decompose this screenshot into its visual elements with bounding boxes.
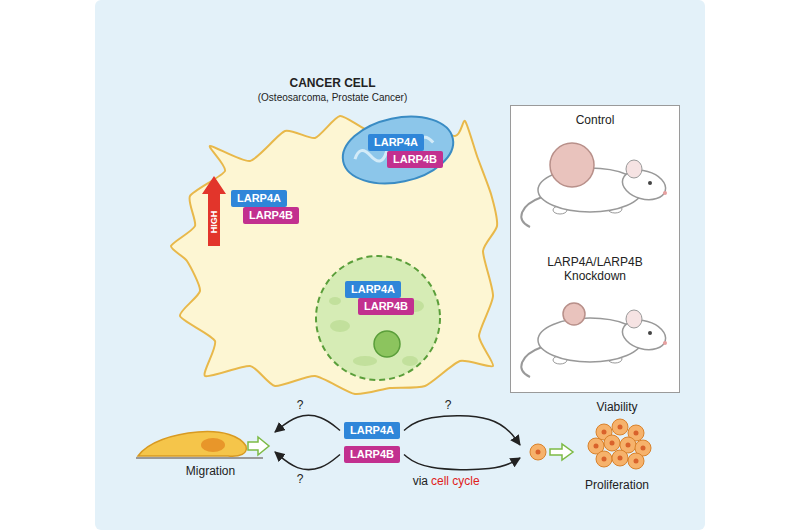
chromatin: [329, 297, 341, 305]
protein-tag: LARP4B: [358, 298, 414, 315]
cell-nucleus: [641, 446, 646, 451]
node-heading: Migration: [148, 464, 273, 478]
chromatin: [353, 356, 377, 366]
protein-tag: LARP4B: [344, 446, 400, 463]
protein-name: LARP4B: [358, 298, 414, 315]
cell-nucleus: [201, 438, 225, 452]
mouse-tail: [521, 347, 542, 377]
cell-body: [138, 432, 246, 457]
edge-label: ?: [290, 398, 310, 412]
mitochondrion: [337, 107, 460, 193]
curved-arrow: [275, 415, 340, 432]
protein-name: LARP4A: [368, 134, 424, 151]
single-cell: [530, 444, 546, 460]
proliferating-cells: ViabilityProliferation: [522, 400, 672, 495]
cell-nucleus: [618, 456, 623, 461]
node-text: Proliferation: [562, 478, 672, 492]
edge-label: ?: [438, 398, 458, 412]
protein-name: LARP4B: [344, 446, 400, 463]
nucleolus: [374, 331, 400, 357]
cell-nucleus: [634, 431, 639, 436]
panel-box: [511, 106, 680, 393]
mouse-eye: [648, 331, 652, 335]
substrate-line: [136, 457, 263, 459]
node-shape: [510, 105, 680, 393]
mouse-eye: [648, 181, 652, 185]
protein-tag: LARP4B: [387, 151, 443, 168]
cell-nucleus: [594, 444, 599, 449]
protein-tag: LARP4A: [368, 134, 424, 151]
node-heading: Viability: [567, 400, 667, 414]
node-shape: [165, 76, 500, 398]
protein-name: LARP4B: [243, 207, 299, 224]
protein-tag: LARP4A: [231, 190, 287, 207]
cell-nucleus: [626, 443, 631, 448]
protein-tag: LARP4B: [243, 207, 299, 224]
cluster-cell: [628, 453, 644, 469]
mouse-ear: [626, 310, 642, 328]
protein-tag: LARP4A: [344, 422, 400, 439]
cell-nucleus: [634, 459, 639, 464]
tumor: [550, 143, 594, 187]
curved-arrow: [404, 416, 520, 445]
mouse-nose: [663, 341, 667, 345]
protein-name: LARP4A: [231, 190, 287, 207]
protein-name: LARP4A: [344, 422, 400, 439]
node-text: (Osteosarcoma, Prostate Cancer): [165, 92, 500, 104]
mouse-panel: ControlLARP4A/LARP4B Knockdown: [510, 105, 680, 393]
cluster-cell: [612, 419, 628, 435]
chromatin: [330, 320, 350, 332]
cancer-cell: CANCER CELL (Osteosarcoma, Prostate Cance…: [165, 76, 500, 398]
cell-nucleus: [602, 430, 607, 435]
cell-nucleus: [618, 425, 623, 430]
protein-name: LARP4A: [345, 281, 401, 298]
curved-arrow: [404, 455, 520, 470]
cell-nucleus: [602, 457, 607, 462]
mouse-nose: [663, 191, 667, 195]
node-heading: CANCER CELL: [165, 76, 500, 90]
mouse-ear: [626, 160, 642, 178]
node-heading: Control: [510, 113, 680, 127]
cluster-cell: [604, 435, 620, 451]
protein-name: LARP4B: [387, 151, 443, 168]
nucleus: [316, 256, 440, 380]
chromatin: [402, 356, 418, 366]
mouse-tail: [521, 197, 542, 227]
cell-nucleus: [536, 450, 541, 455]
pathway-label: cell cycle: [431, 474, 511, 488]
curved-arrow: [275, 452, 340, 470]
node-text: LARP4A/LARP4B Knockdown: [535, 255, 655, 284]
cell-nucleus: [610, 441, 615, 446]
growth-arrow: [550, 444, 573, 460]
tumor: [563, 303, 585, 325]
protein-tag: LARP4A: [345, 281, 401, 298]
edge-label: via: [380, 474, 428, 488]
migrating-cell: Migration: [128, 412, 273, 484]
up-arrow: [202, 176, 226, 246]
cluster-cell: [596, 451, 612, 467]
high-marker: HIGH: [207, 202, 221, 242]
edge-label: ?: [290, 472, 310, 486]
direction-arrow: [248, 437, 269, 455]
cluster-cell: [612, 450, 628, 466]
